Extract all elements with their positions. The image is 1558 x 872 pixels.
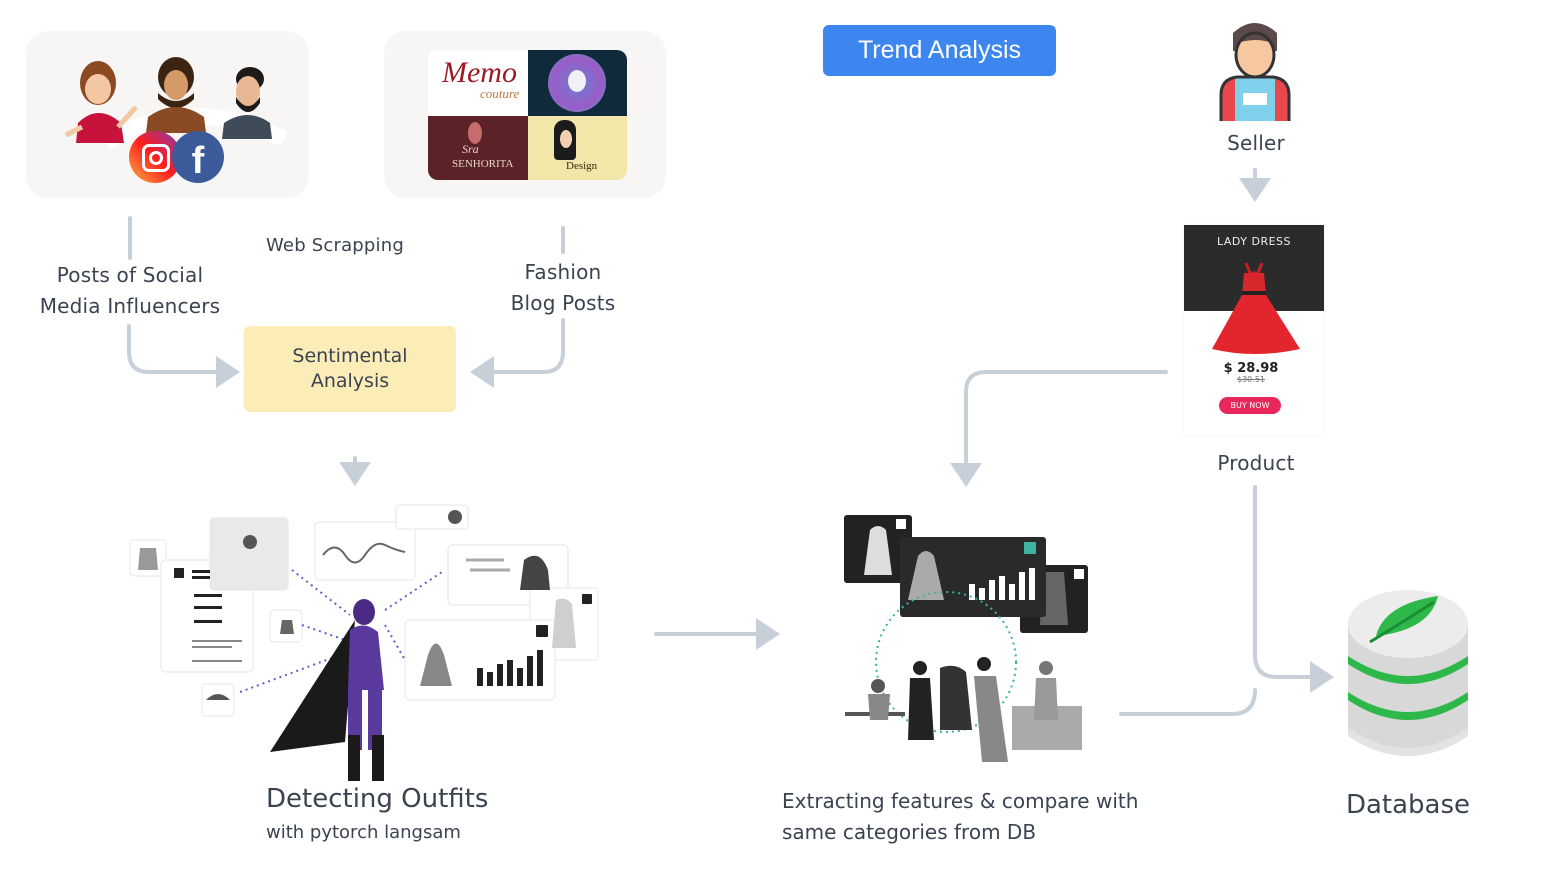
product-old-price: $30.51 (1237, 375, 1265, 384)
influencer-avatars-illustration (64, 57, 288, 150)
product-to-extract-arrow (950, 370, 1168, 487)
facebook-icon: f (172, 131, 224, 183)
database-label: Database (1345, 790, 1471, 820)
detecting-outfits-subtitle: with pytorch langsam (266, 822, 461, 843)
product-to-db-line (1253, 485, 1334, 693)
social-to-sentiment-arrow (127, 324, 240, 388)
product-label: Product (1217, 451, 1295, 475)
product-card-title: LADY DRESS (1216, 235, 1292, 248)
buy-now-button[interactable]: BUY NOW (1219, 397, 1281, 414)
product-card: LADY DRESS $ 28.98 $30.51 BUY NOW (1184, 225, 1324, 435)
design-logo: Design (528, 116, 627, 180)
social-label: Posts of Social Media Influencers (39, 263, 221, 318)
seller-label: Seller (1227, 131, 1285, 155)
extract-to-db-line (1119, 688, 1257, 716)
trend-analysis-title: Trend Analysis (823, 25, 1056, 76)
database-icon (1346, 586, 1470, 770)
web-scrapping-label: Web Scrapping (265, 235, 404, 256)
red-dress-icon (1212, 262, 1300, 354)
blog-badge-logo (528, 50, 627, 116)
social-influencer-card: f (26, 31, 309, 198)
detecting-outfits-title: Detecting Outfits (266, 784, 489, 814)
fashion-blog-card: Memo couture Sra SENHORITA Design (384, 31, 666, 198)
seller-icon (1217, 17, 1293, 121)
product-price: $ 28.98 (1223, 361, 1279, 376)
blog-to-sentiment-arrow (470, 318, 565, 388)
senhorita-logo: Sra SENHORITA (428, 116, 528, 180)
sentiment-analysis-box: Sentimental Analysis (244, 326, 456, 412)
extracting-features-label: Extracting features & compare with same … (782, 789, 1139, 844)
memo-couture-logo: Memo couture (428, 50, 528, 116)
blog-label: Fashion Blog Posts (510, 260, 616, 315)
